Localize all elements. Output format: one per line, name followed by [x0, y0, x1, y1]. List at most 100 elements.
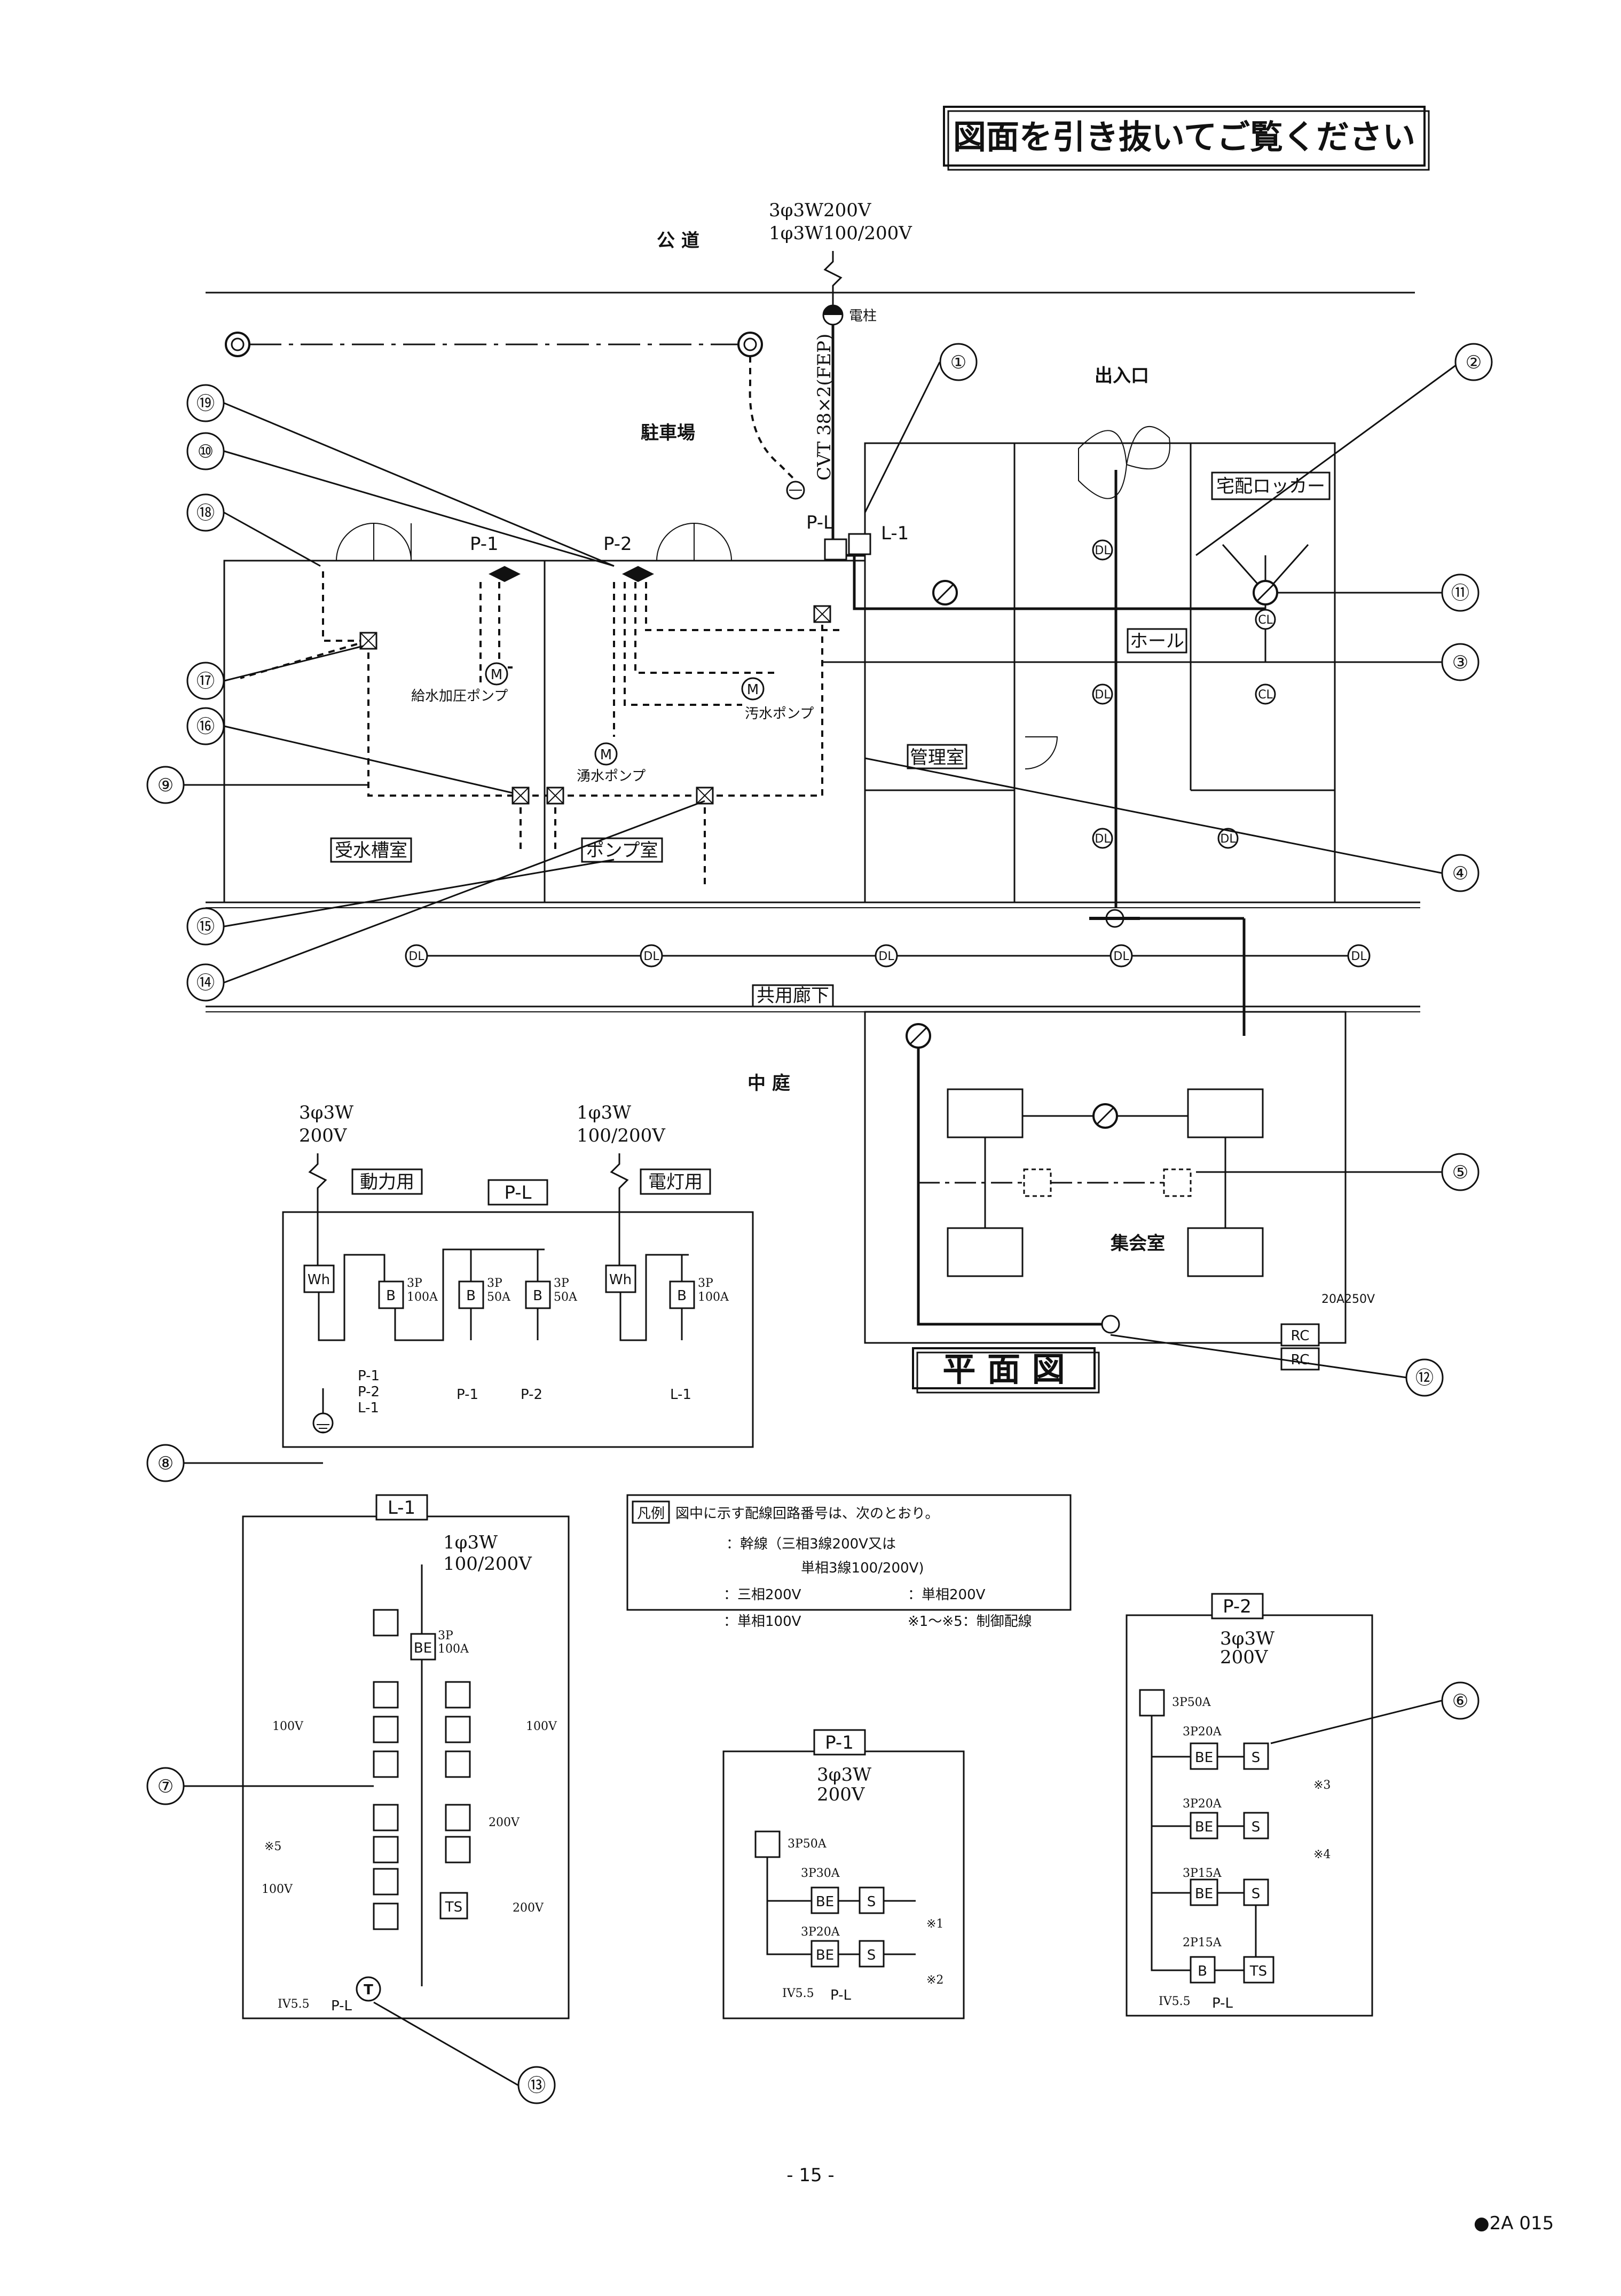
p2-s2: S — [1252, 1819, 1261, 1835]
svg-text:CL: CL — [1258, 688, 1273, 702]
svg-text:⑤: ⑤ — [1452, 1162, 1468, 1183]
l1-diagram-title: L-1 — [388, 1497, 415, 1519]
p1-v: 200V — [817, 1784, 865, 1805]
svg-text:③: ③ — [1452, 652, 1468, 673]
callout-15: ⑮ — [186, 907, 225, 946]
p2-r2: 3P20A — [1183, 1797, 1222, 1811]
legend-row1: ：幹線（三相3線200V又は — [726, 1536, 896, 1552]
p2-r1: 3P20A — [1183, 1725, 1222, 1739]
panel-l1-tag: L-1 — [881, 523, 909, 544]
pl-power-in: 3φ3W — [299, 1102, 353, 1123]
p2-b4: B — [1198, 1963, 1207, 1979]
svg-text:⑱: ⑱ — [196, 502, 215, 524]
cable-spec: CVT 38×2(FEP) — [814, 334, 835, 481]
callout-18: ⑱ — [186, 493, 225, 532]
svg-text:CL: CL — [1258, 614, 1273, 627]
p1-to-pl: P-L — [830, 1987, 851, 2003]
p2-note4: ※4 — [1313, 1848, 1331, 1861]
panel-p1-tag: P-1 — [470, 533, 499, 555]
pl-l1-100a: 100A — [698, 1291, 729, 1304]
spring-pump-label: 湧水ポンプ — [577, 768, 646, 784]
callout-3: ③ — [1441, 643, 1480, 681]
p2-main: 3P50A — [1172, 1696, 1211, 1709]
legend-title: 凡例 — [637, 1506, 665, 1522]
callout-10: ⑩ — [186, 432, 225, 470]
l1-100v-left: 100V — [272, 1720, 304, 1733]
callout-19: ⑲ — [186, 384, 225, 422]
p2-r3: 3P15A — [1183, 1867, 1222, 1880]
sewage-pump-label: 汚水ポンプ — [745, 706, 814, 722]
sewage-pump-motor-icon — [741, 677, 765, 701]
p1-s2: S — [867, 1947, 876, 1963]
l1-in: 1φ3W — [443, 1532, 498, 1553]
callout-7: ⑦ — [146, 1767, 185, 1805]
assembly-room-walls — [864, 1011, 1347, 1344]
p1-diagram-title: P-1 — [825, 1732, 854, 1754]
corridor-label: 共用廊下 — [757, 985, 829, 1007]
p2-s1: S — [1252, 1750, 1261, 1766]
pl-p1-3p: 3P — [487, 1277, 502, 1290]
legend-row2a: ：三相200V — [723, 1587, 801, 1603]
p1-ground-cable: IV5.5 — [782, 1987, 814, 2000]
p1-be2: BE — [816, 1947, 834, 1963]
transformer-icon — [356, 1976, 381, 2002]
supply-line2: 1φ3W100/200V — [769, 223, 912, 244]
svg-text:⑧: ⑧ — [158, 1453, 174, 1474]
p2-v: 200V — [1220, 1647, 1269, 1668]
callout-6: ⑥ — [1441, 1681, 1480, 1720]
p1-in: 3φ3W — [817, 1764, 871, 1786]
hall-label: ホール — [1130, 631, 1184, 652]
water-tank-room-label: 受水槽室 — [335, 840, 407, 861]
panel-pl-tag: P-L — [806, 512, 833, 533]
l1-l-200v: 200V — [513, 1901, 544, 1915]
pl-breaker-p2: B — [533, 1288, 542, 1304]
l1-be-main: BE — [414, 1640, 432, 1656]
ground-icon — [312, 1412, 334, 1434]
downlight-row: DL DL DL DL DL — [405, 944, 1371, 968]
pl-ground-list-2: L-1 — [358, 1400, 379, 1416]
callout-12: ⑫ — [1405, 1358, 1444, 1397]
pl-light-v: 100/200V — [577, 1125, 666, 1146]
callout-5: ⑤ — [1441, 1153, 1480, 1191]
courtyard-label: 中 庭 — [747, 1073, 790, 1094]
l1-main-3p: 3P — [438, 1629, 453, 1642]
svg-text:⑥: ⑥ — [1452, 1690, 1468, 1712]
svg-text:⑪: ⑪ — [1451, 583, 1469, 604]
p2-be1: BE — [1195, 1750, 1213, 1766]
booster-pump-motor-icon — [485, 662, 508, 686]
light-use-label: 電灯用 — [648, 1171, 703, 1193]
supply-line1: 3φ3W200V — [769, 200, 872, 221]
svg-text:DL: DL — [1095, 832, 1111, 846]
l1-transformer: T — [364, 1982, 373, 1998]
legend-intro: 図中に示す配線回路番号は、次のとおり。 — [675, 1506, 939, 1522]
svg-text:DL: DL — [408, 950, 424, 963]
p2-ground-cable: IV5.5 — [1159, 1995, 1191, 2008]
svg-text:M: M — [747, 682, 759, 698]
pole-light-icon — [737, 332, 763, 357]
booster-pump-label: 給水加圧ポンプ — [411, 688, 508, 704]
p2-to-pl: P-L — [1212, 1995, 1233, 2011]
banner-text: 図面を引き抜いてご覧ください — [953, 117, 1415, 156]
legend-row3b: ※1～※5：制御配線 — [908, 1614, 1032, 1630]
svg-text:⑦: ⑦ — [158, 1776, 174, 1797]
entrance-label: 出入口 — [1095, 365, 1149, 387]
pl-l1-3p: 3P — [698, 1277, 713, 1290]
p2-s3: S — [1252, 1886, 1261, 1902]
svg-text:②: ② — [1466, 352, 1482, 373]
office-label: 管理室 — [910, 747, 964, 768]
pole-label: 電柱 — [849, 308, 877, 324]
pl-ground-list-1: P-2 — [358, 1384, 380, 1400]
callout-14: ⑭ — [186, 963, 225, 1002]
svg-text:M: M — [600, 747, 612, 763]
svg-text:⑩: ⑩ — [198, 441, 214, 462]
power-use-label: 動力用 — [360, 1171, 414, 1193]
pl-breaker-l1: B — [677, 1288, 687, 1304]
doc-code: ●2A 015 — [1474, 2213, 1554, 2234]
callout-2: ② — [1454, 343, 1493, 381]
legend-row2b: ：単相200V — [908, 1587, 986, 1603]
p1-main: 3P50A — [788, 1837, 827, 1851]
svg-text:⑬: ⑬ — [528, 2075, 546, 2096]
p2-r4: 2P15A — [1183, 1936, 1222, 1949]
rc-label-1: RC — [1291, 1328, 1310, 1344]
